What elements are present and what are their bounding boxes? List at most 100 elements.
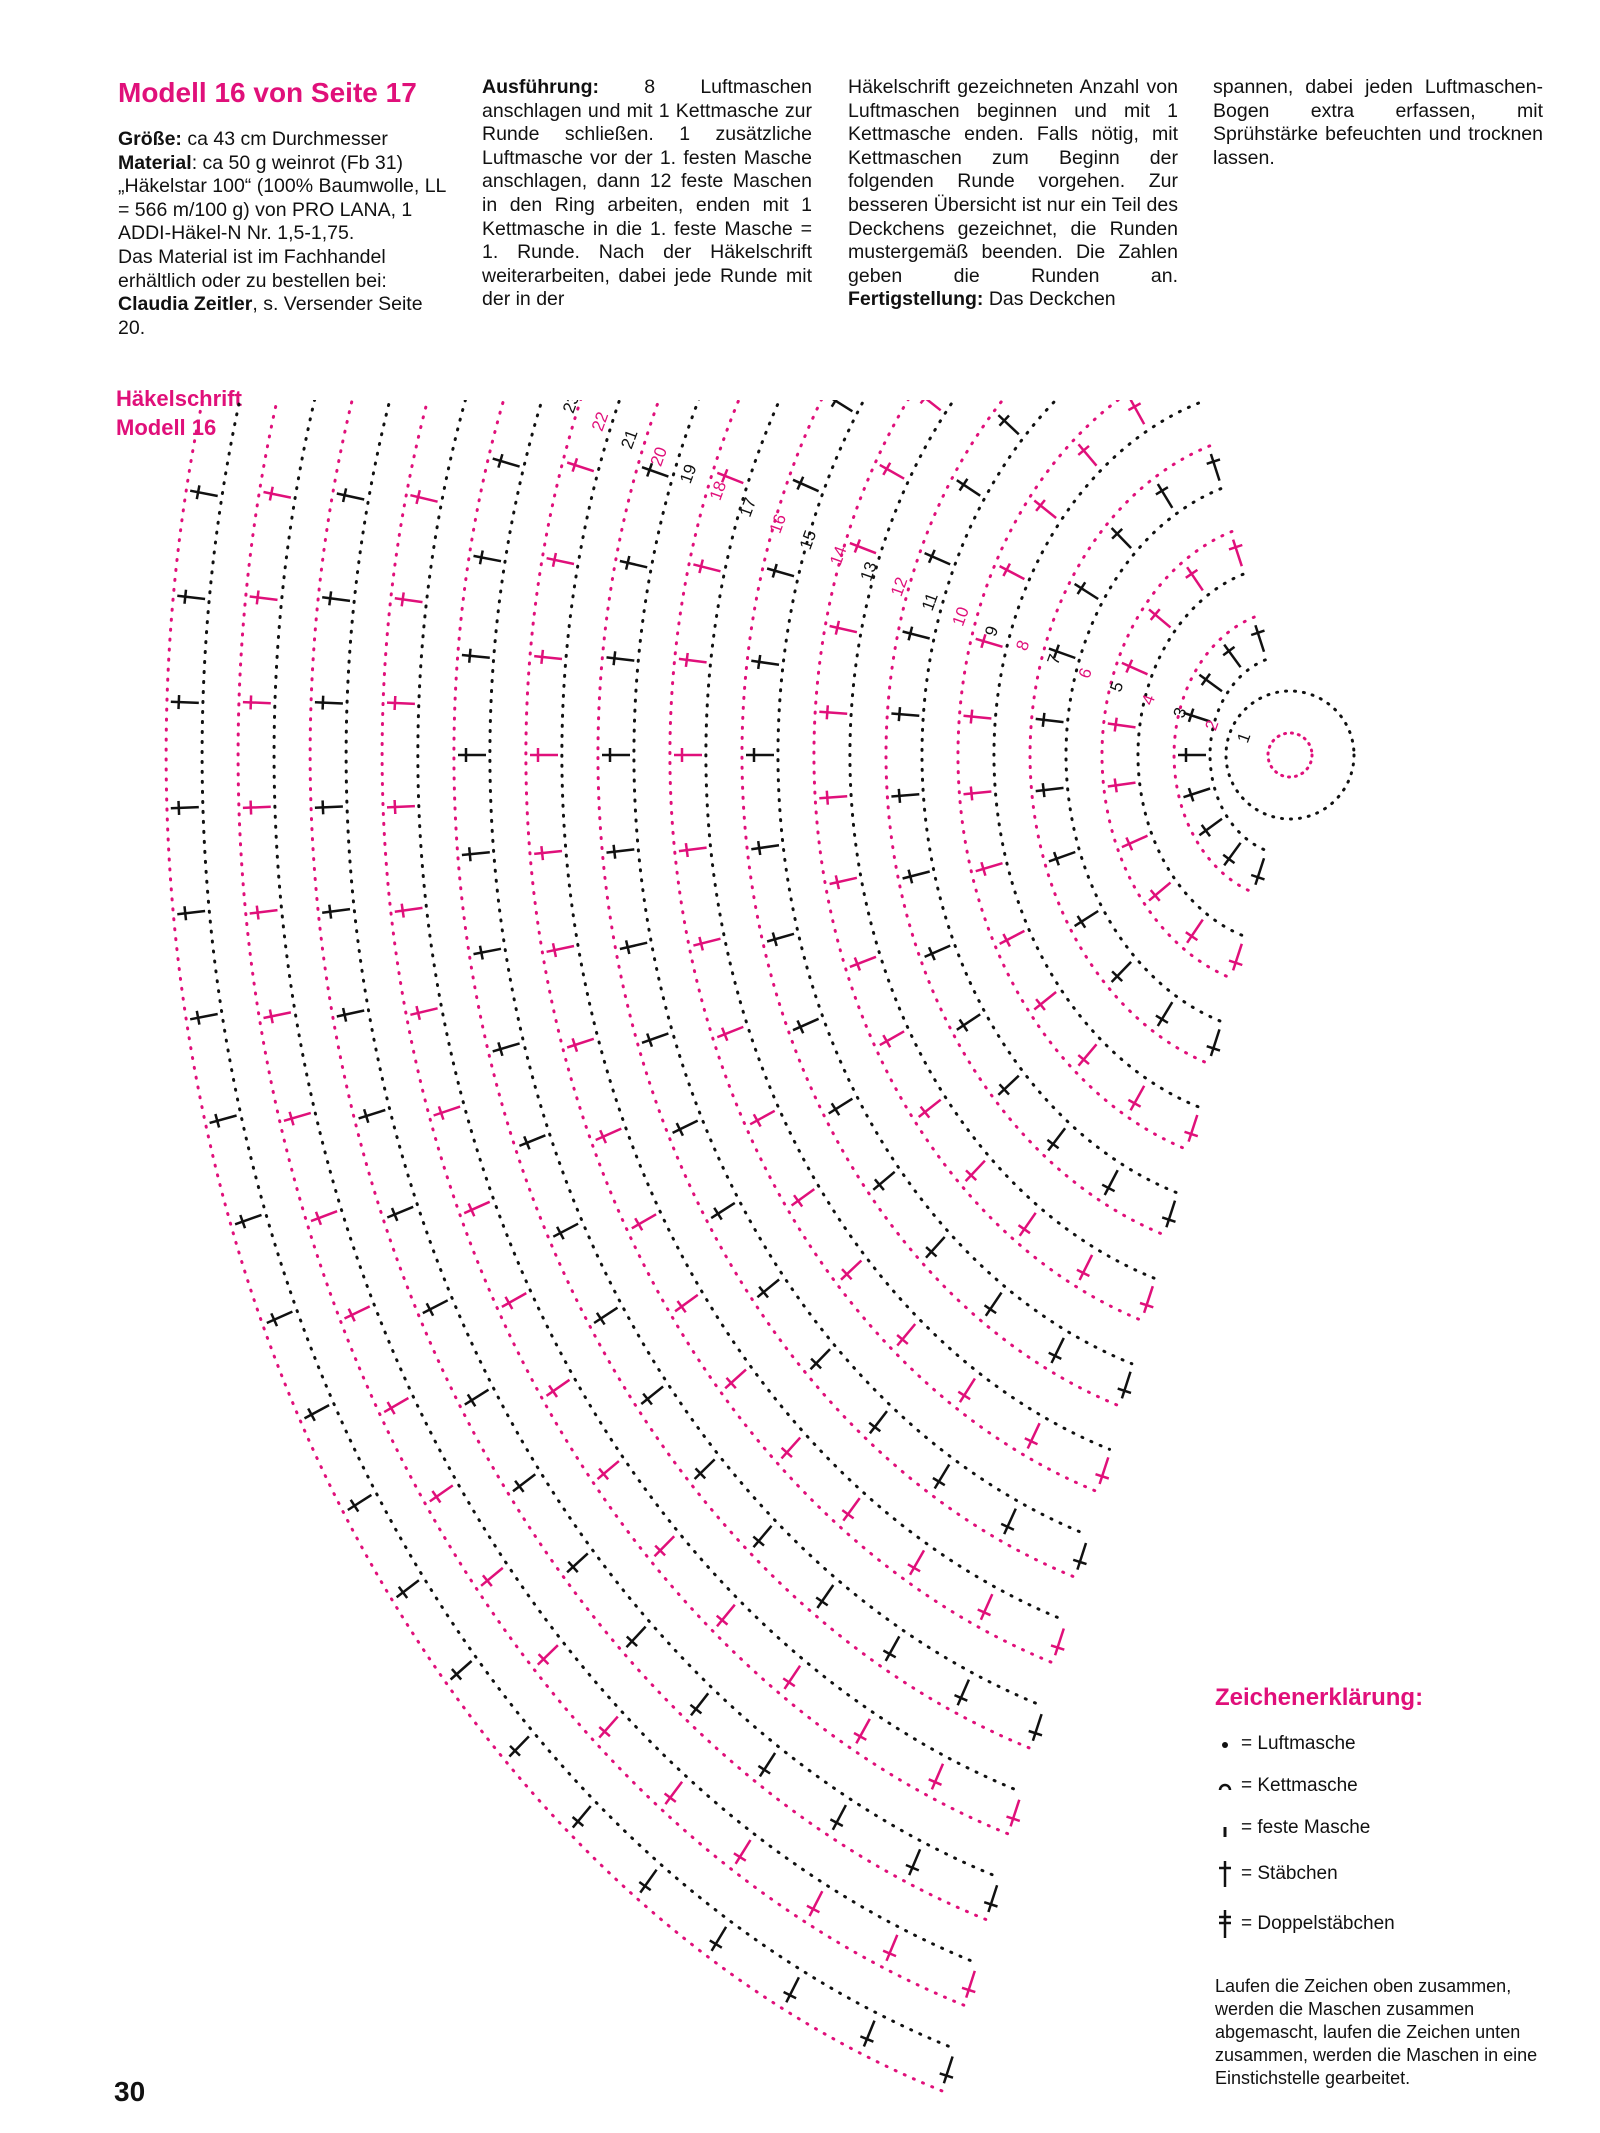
stitch-mark: [1149, 883, 1171, 901]
finish-text: Das Deckchen: [983, 288, 1115, 310]
stitch-mark: [1078, 444, 1096, 465]
stitch-mark: [267, 1312, 293, 1327]
stitch-mark: [384, 1398, 408, 1414]
stitch-mark: [250, 591, 278, 605]
round-arc: [238, 400, 965, 2006]
stitch-mark: [387, 800, 415, 814]
legend-item-treble: = Stäbchen: [1215, 1853, 1575, 1895]
stitch-mark: [1184, 788, 1211, 801]
stitch-mark: [410, 490, 437, 504]
supplier-name: Claudia Zeitler: [118, 293, 252, 315]
stitch-mark: [434, 1106, 461, 1119]
stitch-mark: [1034, 992, 1056, 1010]
stitch-mark: [829, 1099, 853, 1116]
round-number: 15: [796, 528, 820, 552]
round-arc: [274, 400, 976, 1963]
stitch-mark: [474, 946, 502, 960]
stitch-mark: [1178, 748, 1206, 762]
stitch-mark: [177, 906, 205, 920]
stitch-mark: [850, 957, 876, 971]
stitch-mark: [538, 1645, 558, 1665]
stitch-mark: [674, 748, 702, 762]
round-number: 17: [736, 495, 760, 519]
round-arc: [1102, 532, 1232, 979]
stitch-mark: [1047, 1128, 1065, 1150]
stitch-mark: [509, 1736, 529, 1756]
stitch-mark: [767, 564, 794, 578]
stitch-mark: [620, 940, 647, 954]
stitch-mark: [1162, 1201, 1175, 1228]
stitch-mark: [502, 1293, 526, 1309]
stitch-mark: [243, 801, 271, 815]
round-arc: [814, 400, 1143, 1321]
stitch-mark: [1007, 1800, 1020, 1827]
diagram-stitches: [171, 400, 1265, 2083]
stitch-mark: [919, 1100, 941, 1118]
stitch-mark: [1078, 1044, 1096, 1065]
stitch-mark: [955, 1680, 969, 1706]
round-arc: [670, 400, 1098, 1492]
stitch-mark: [596, 1129, 622, 1144]
stitch-mark: [665, 1782, 683, 1804]
stitch-mark: [690, 1693, 708, 1715]
stitch-mark: [792, 1189, 815, 1206]
stitch-mark: [430, 1485, 453, 1502]
stitch-mark: [1156, 484, 1172, 508]
stitch-mark: [891, 707, 919, 721]
legend-label: = Stäbchen: [1241, 1863, 1338, 1885]
stitch-mark: [1156, 1002, 1172, 1026]
stitch-mark: [458, 748, 486, 762]
size-label: Größe:: [118, 128, 182, 150]
start-ring: [1226, 691, 1354, 819]
stitch-mark: [793, 1019, 819, 1034]
stitch-mark: [627, 1627, 646, 1648]
stitch-mark: [758, 1753, 775, 1777]
stitch-mark: [474, 551, 502, 565]
stitch-mark: [547, 553, 574, 567]
dot-icon: [1215, 1729, 1237, 1759]
stitch-mark: [513, 1474, 535, 1492]
stitch-mark: [1108, 718, 1136, 732]
stitch-mark: [641, 1387, 663, 1405]
legend-label: = feste Masche: [1241, 1817, 1370, 1839]
stitch-mark: [210, 1114, 237, 1128]
stitch-mark: [725, 1370, 746, 1389]
stitch-mark: [919, 400, 941, 410]
stitch-mark: [926, 1237, 945, 1258]
stitch-mark: [830, 875, 857, 889]
round-arc: [994, 403, 1199, 1107]
instructions-column-2: Häkelschrift gezeichneten Anzahl von Luf…: [848, 76, 1178, 312]
stitch-mark: [348, 1495, 372, 1512]
diagram-rounds: [166, 400, 1354, 2091]
legend: Zeichenerklärung: = Luftmasche = Kettmas…: [1215, 1683, 1575, 2090]
stitch-mark: [177, 590, 205, 604]
stitch-mark: [1000, 564, 1025, 580]
stitch-mark: [171, 801, 199, 815]
round-number: 19: [676, 462, 700, 486]
stitch-mark: [462, 847, 490, 861]
stitch-mark: [264, 487, 291, 501]
stitch-mark: [1019, 1213, 1036, 1236]
stitch-mark: [190, 485, 218, 499]
stitch-mark: [1049, 1338, 1064, 1363]
stitch-mark: [1073, 1543, 1086, 1570]
stitch-mark: [567, 458, 594, 471]
round-arc: [706, 400, 1110, 1449]
stitch-mark: [1223, 645, 1240, 668]
stitch-mark: [1034, 500, 1056, 518]
legend-item-slip-stitch: = Kettmasche: [1215, 1769, 1575, 1803]
stitch-mark: [829, 400, 853, 411]
instructions-label: Ausführung:: [482, 76, 599, 98]
stitch-mark: [679, 843, 707, 857]
round-arc: [778, 400, 1132, 1364]
round-arc: [346, 400, 998, 1877]
stitch-mark: [410, 1006, 437, 1020]
stitch-mark: [693, 937, 720, 951]
round-number: 2: [1201, 718, 1222, 733]
legend-note: Laufen die Zeichen oben zusammen, werden…: [1215, 1975, 1555, 2090]
stitch-mark: [547, 1380, 570, 1397]
stitch-mark: [322, 905, 350, 919]
round-arc: [958, 400, 1187, 1150]
stitch-mark: [534, 650, 562, 664]
stitch-mark: [957, 1014, 980, 1031]
